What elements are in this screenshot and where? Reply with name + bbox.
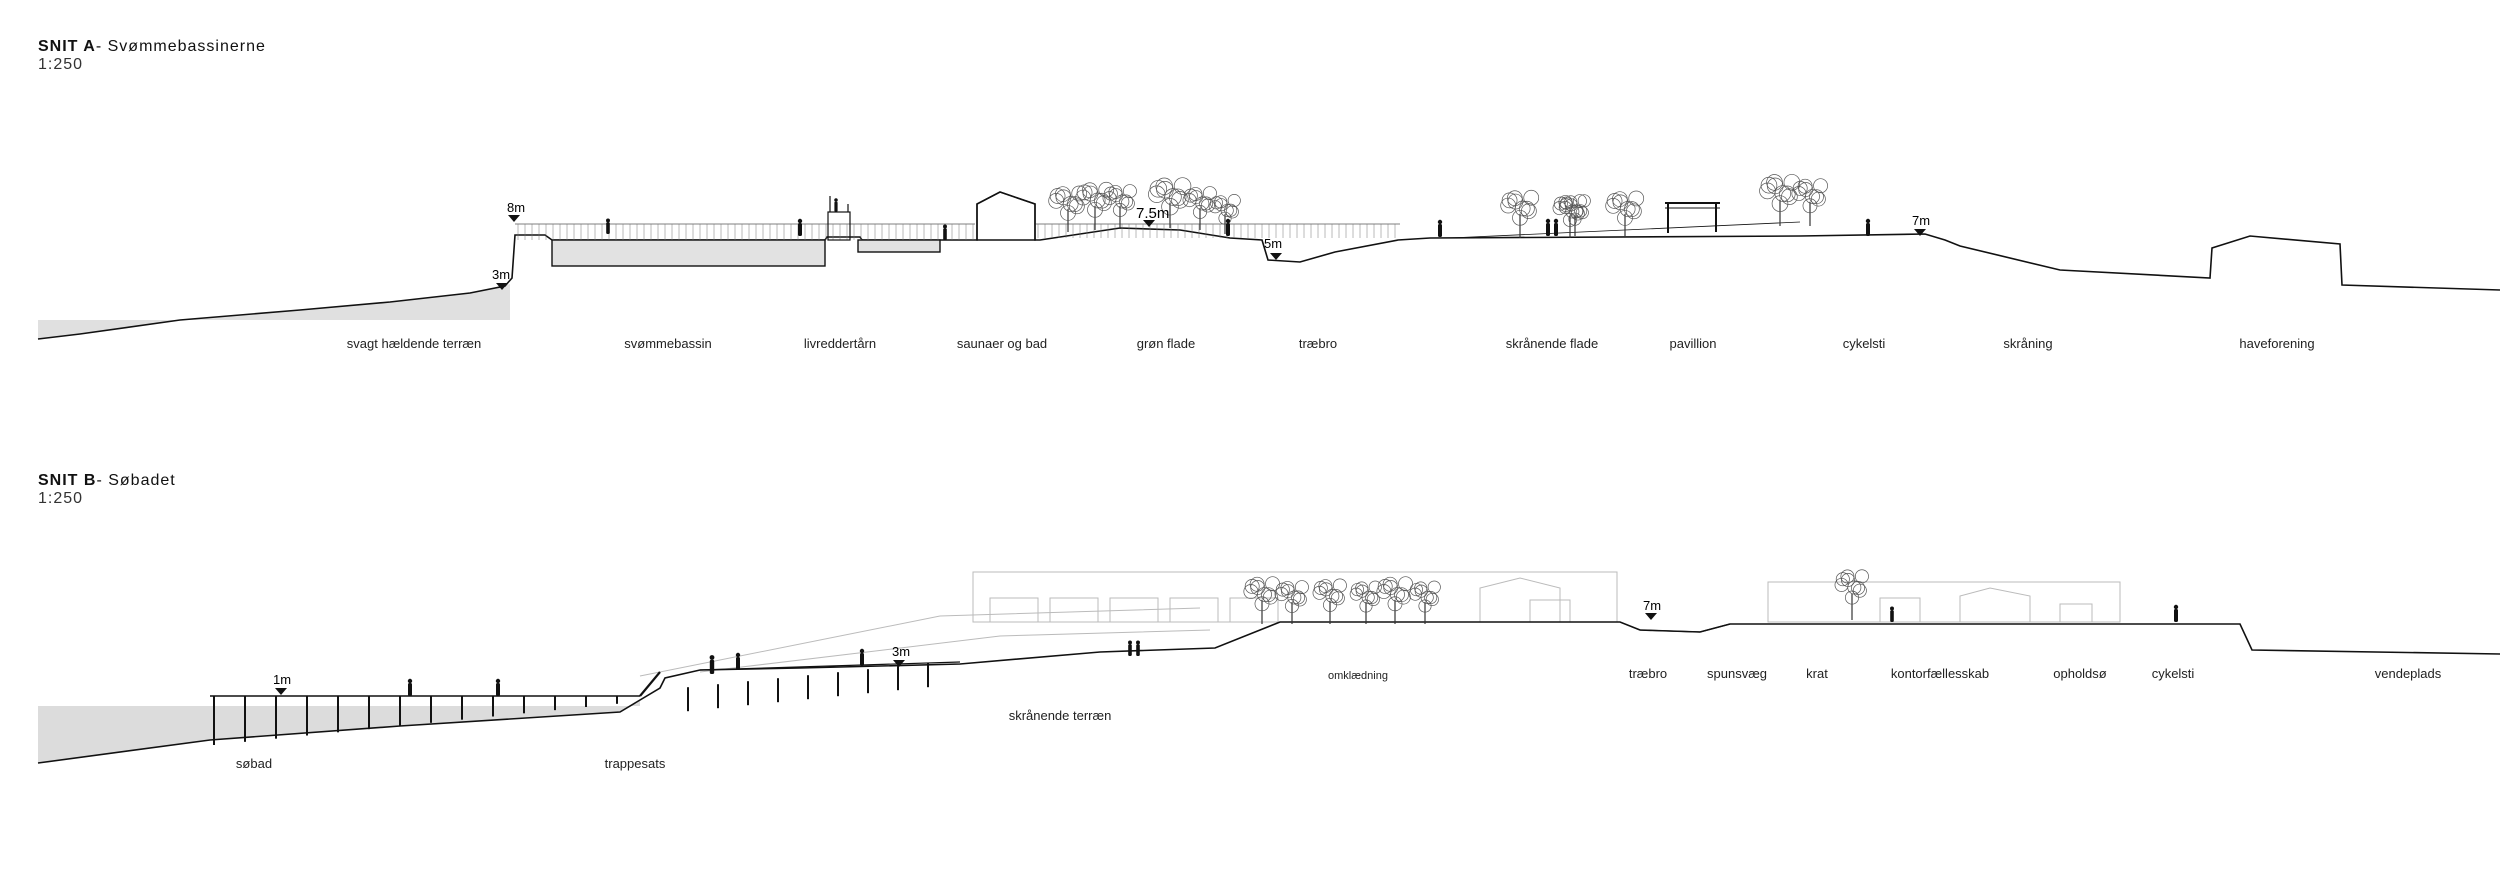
label-soebad: søbad (236, 756, 272, 771)
sauna-house (976, 191, 1036, 241)
person-figure (1545, 218, 1551, 236)
tree-icon (1102, 184, 1137, 228)
people-a (606, 198, 1871, 240)
label-cykelsti-a: cykelsti (1843, 336, 1886, 351)
tree-icon (1182, 186, 1217, 230)
label-groen-flade: grøn flade (1137, 336, 1196, 351)
svg-text:5m: 5m (1264, 236, 1282, 251)
stair-upper (639, 671, 661, 697)
svg-text:7m: 7m (1912, 213, 1930, 228)
lake-water-b (38, 700, 640, 763)
terrain-line-a (37, 191, 2500, 340)
tree-icon (1274, 580, 1309, 624)
section-a-title: SNIT A- Svømmebassinerne (38, 38, 266, 55)
swimming-pool (551, 239, 941, 267)
traebro-b (1619, 621, 1731, 633)
person-figure (407, 678, 413, 696)
label-haveforening: haveforening (2239, 336, 2314, 351)
label-svoemmebassin: svømmebassin (624, 336, 711, 351)
level-marker-7-5m: 7.5m (1136, 205, 1169, 227)
person-figure (1865, 218, 1871, 236)
label-svagt-haeldende-terraen: svagt hældende terræn (347, 336, 481, 351)
person-figure (834, 198, 838, 212)
section-a-drawing: 8m 3m 7.5m 5m 7m svagt hældende terræn (37, 174, 2500, 351)
pavilion-structure (1665, 202, 1720, 233)
person-figure (1128, 640, 1132, 656)
deck-piles (213, 663, 929, 746)
tree-icon (1500, 189, 1540, 238)
label-traebro-b: træbro (1629, 666, 1667, 681)
person-figure (709, 655, 715, 674)
person-figure (859, 648, 865, 666)
lake-water-a (38, 284, 510, 339)
svg-text:1m: 1m (273, 672, 291, 687)
person-figure (606, 218, 610, 234)
tree-icon (1408, 580, 1441, 624)
label-skraaning: skråning (2003, 336, 2052, 351)
tree-icon (1148, 177, 1192, 228)
label-livreddertaarn: livreddertårn (804, 336, 876, 351)
label-cykelsti-b: cykelsti (2152, 666, 2195, 681)
label-vendeplads: vendeplads (2375, 666, 2442, 681)
svg-text:8m: 8m (507, 200, 525, 215)
tree-icon (1759, 174, 1801, 226)
label-skraanende-terraen: skrånende terræn (1009, 708, 1112, 723)
svg-text:7m: 7m (1643, 598, 1661, 613)
svg-text:3m: 3m (892, 644, 910, 659)
svg-text:3m: 3m (492, 267, 510, 282)
level-marker-7m-b: 7m (1643, 598, 1661, 620)
lifeguard-tower (827, 196, 851, 241)
person-figure (735, 652, 741, 670)
tree-icon (1208, 194, 1241, 234)
label-traebro-a: træbro (1299, 336, 1337, 351)
person-figure (2173, 604, 2179, 622)
level-marker-5m: 5m (1264, 236, 1282, 260)
tree-icon (1349, 580, 1382, 624)
tree-icon (1605, 190, 1645, 237)
section-a-scale: 1:250 (38, 56, 84, 73)
person-figure (797, 218, 803, 236)
level-marker-3m: 3m (492, 267, 510, 290)
tree-icon (1243, 576, 1280, 624)
label-krat: krat (1806, 666, 1828, 681)
section-b-title: SNIT B- Søbadet (38, 472, 176, 489)
person-figure (1225, 218, 1231, 236)
person-figure (495, 678, 501, 696)
terrain-line-b (37, 621, 2500, 764)
label-skraanende-flade: skrånende flade (1506, 336, 1599, 351)
upper-walk (699, 661, 961, 671)
svg-text:7.5m: 7.5m (1136, 205, 1169, 222)
label-kontorfaellesskab: kontorfællesskab (1891, 666, 1989, 681)
label-saunaer-og-bad: saunaer og bad (957, 336, 1047, 351)
tree-icon (1834, 569, 1869, 620)
tree-icon (1791, 178, 1828, 226)
tree-icon (1312, 578, 1347, 624)
person-figure (1136, 640, 1140, 656)
person-figure (1553, 218, 1559, 236)
person-figure (943, 224, 947, 240)
tree-icon (1048, 185, 1088, 232)
person-figure (1437, 219, 1443, 237)
level-marker-3m-b: 3m (892, 644, 910, 667)
label-spunsvaeg: spunsvæg (1707, 666, 1767, 681)
trees-a (1048, 174, 1828, 238)
label-omklaedning: omklædning (1328, 670, 1388, 682)
level-marker-7m-a: 7m (1912, 213, 1930, 236)
section-b-scale: 1:250 (38, 490, 84, 507)
tree-icon (1075, 181, 1115, 230)
tree-icon (1558, 194, 1591, 236)
label-opholdsoe: opholdsø (2053, 666, 2107, 681)
level-marker-1m: 1m (273, 672, 291, 695)
label-pavillion: pavillion (1670, 336, 1717, 351)
tree-icon (1376, 576, 1413, 624)
level-marker-8m: 8m (507, 200, 525, 222)
people-b (407, 604, 2179, 696)
label-trappesats: trappesats (605, 756, 666, 771)
section-b-drawing: 1m 3m 7m søbad trappesats skrånende terr… (37, 569, 2500, 771)
trees-b (1243, 569, 1869, 624)
person-figure (1890, 606, 1894, 622)
